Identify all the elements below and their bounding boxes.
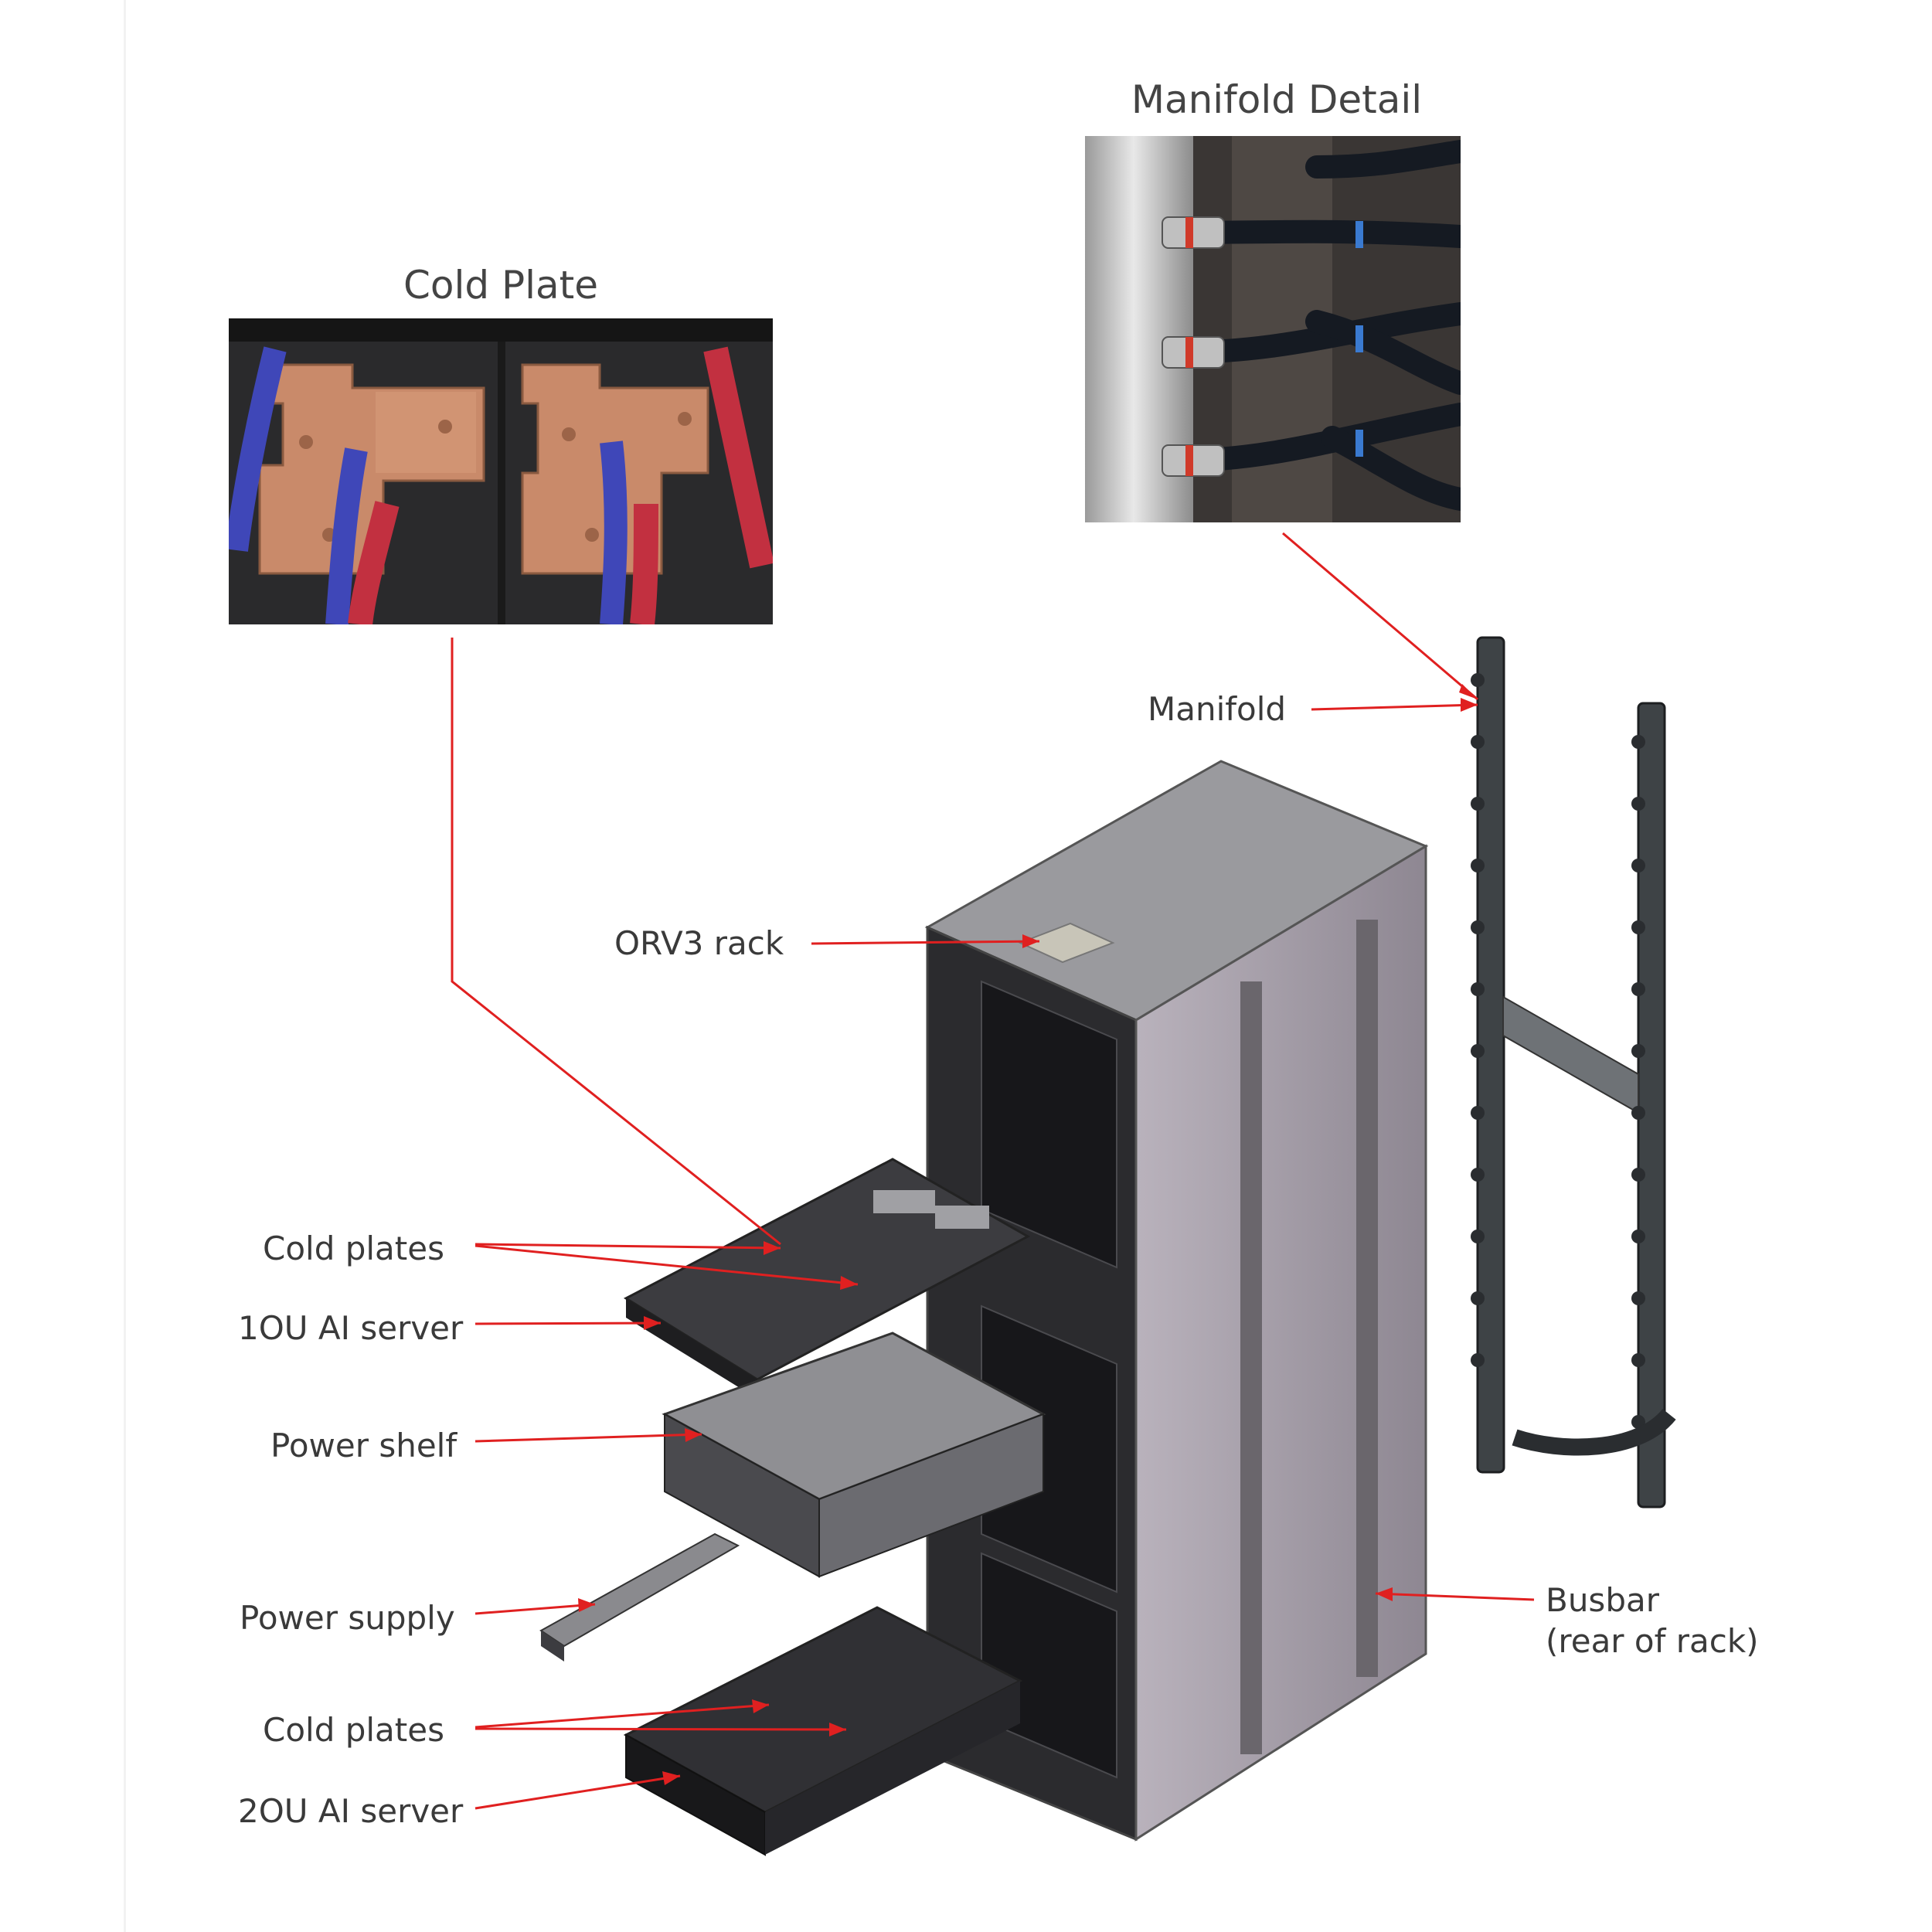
leader-power-shelf — [474, 1433, 702, 1443]
leader-1ou-server — [474, 1321, 662, 1325]
leader-power-supply — [474, 1603, 596, 1615]
manifold-detail-title: Manifold Detail — [1131, 77, 1423, 122]
power-supply-label: Power supply — [240, 1599, 455, 1637]
cold-plate-photo — [229, 318, 773, 624]
cold-plates-bottom-label: Cold plates — [263, 1711, 444, 1749]
leader-cold-plates-bottom-b — [474, 1727, 847, 1731]
power-shelf-label: Power shelf — [270, 1427, 457, 1464]
server-1ou-label: 1OU AI server — [238, 1309, 464, 1347]
cold-plate-title: Cold Plate — [403, 263, 599, 308]
busbar-sublabel: (rear of rack) — [1546, 1622, 1759, 1660]
manifold-label: Manifold — [1148, 690, 1287, 728]
leader-orv3-rack — [811, 940, 1040, 945]
page-border-line — [124, 0, 126, 1932]
leader-cold-plates-bottom-a — [474, 1703, 770, 1729]
orv3-rack-label: ORV3 rack — [614, 924, 784, 962]
leader-manifold — [1311, 703, 1478, 711]
leader-manifold-photo — [1282, 532, 1478, 701]
leader-cold-plate-photo — [451, 638, 781, 1246]
busbar-label: Busbar — [1546, 1581, 1659, 1619]
leader-cold-plates-top-b — [474, 1244, 859, 1286]
manifold-detail-photo — [1085, 136, 1461, 522]
cold-plates-top-label: Cold plates — [263, 1230, 444, 1267]
server-2ou-label: 2OU AI server — [238, 1792, 464, 1830]
leader-2ou-server — [474, 1774, 681, 1810]
leader-cold-plates-top-a — [474, 1243, 781, 1250]
leader-busbar — [1375, 1592, 1535, 1601]
